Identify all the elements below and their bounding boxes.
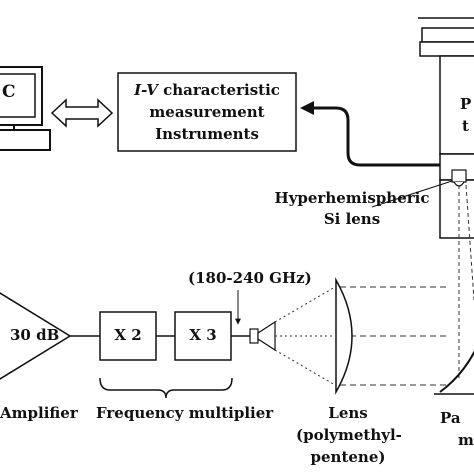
lens-shape xyxy=(335,277,353,395)
cryostat xyxy=(418,17,474,239)
x2-box xyxy=(99,311,157,361)
si-lens-label-2: Si lens xyxy=(323,210,381,228)
horn-antenna xyxy=(249,320,276,352)
lens-label-2: (polymethyl- xyxy=(296,426,402,444)
parabolic-mirror xyxy=(439,350,474,393)
iv-box-line2: measurement xyxy=(149,103,265,121)
pc-label: C xyxy=(2,82,16,102)
pc-computer xyxy=(0,66,51,151)
iv-italic: I-V xyxy=(134,81,158,99)
iv-title-rest: characteristic xyxy=(157,81,280,99)
data-link-double-arrow xyxy=(50,98,114,128)
si-lens-label-1: Hyperhemispheric xyxy=(274,189,430,207)
signal-arrow xyxy=(312,106,440,167)
signal-arrow-head xyxy=(300,101,314,115)
iv-box-line3: Instruments xyxy=(155,125,259,143)
iv-box-title: I-V characteristic xyxy=(118,82,296,99)
iv-instruments-box xyxy=(117,72,297,152)
si-lens-callout-line xyxy=(371,180,453,208)
amplifier-triangle xyxy=(0,292,72,380)
mirror-label-1: Pa xyxy=(440,409,461,427)
thz-beam xyxy=(274,286,450,386)
x2-label: X 2 xyxy=(114,326,142,344)
cryostat-label-1: P xyxy=(460,95,472,113)
mirror-label-2: m xyxy=(458,431,474,449)
frequency-range-label: (180-240 GHz) xyxy=(188,269,312,287)
amplifier-gain: 30 dB xyxy=(10,326,60,344)
frequency-multiplier-label: Frequency multiplier xyxy=(96,404,274,422)
x3-label: X 3 xyxy=(189,326,217,344)
multiplier-brace xyxy=(99,377,233,399)
cryostat-label-2: t xyxy=(462,117,469,135)
lens-label-1: Lens xyxy=(328,404,368,422)
lens-label-3: pentene) xyxy=(310,448,386,466)
amplifier-label: Amplifier xyxy=(0,404,78,422)
